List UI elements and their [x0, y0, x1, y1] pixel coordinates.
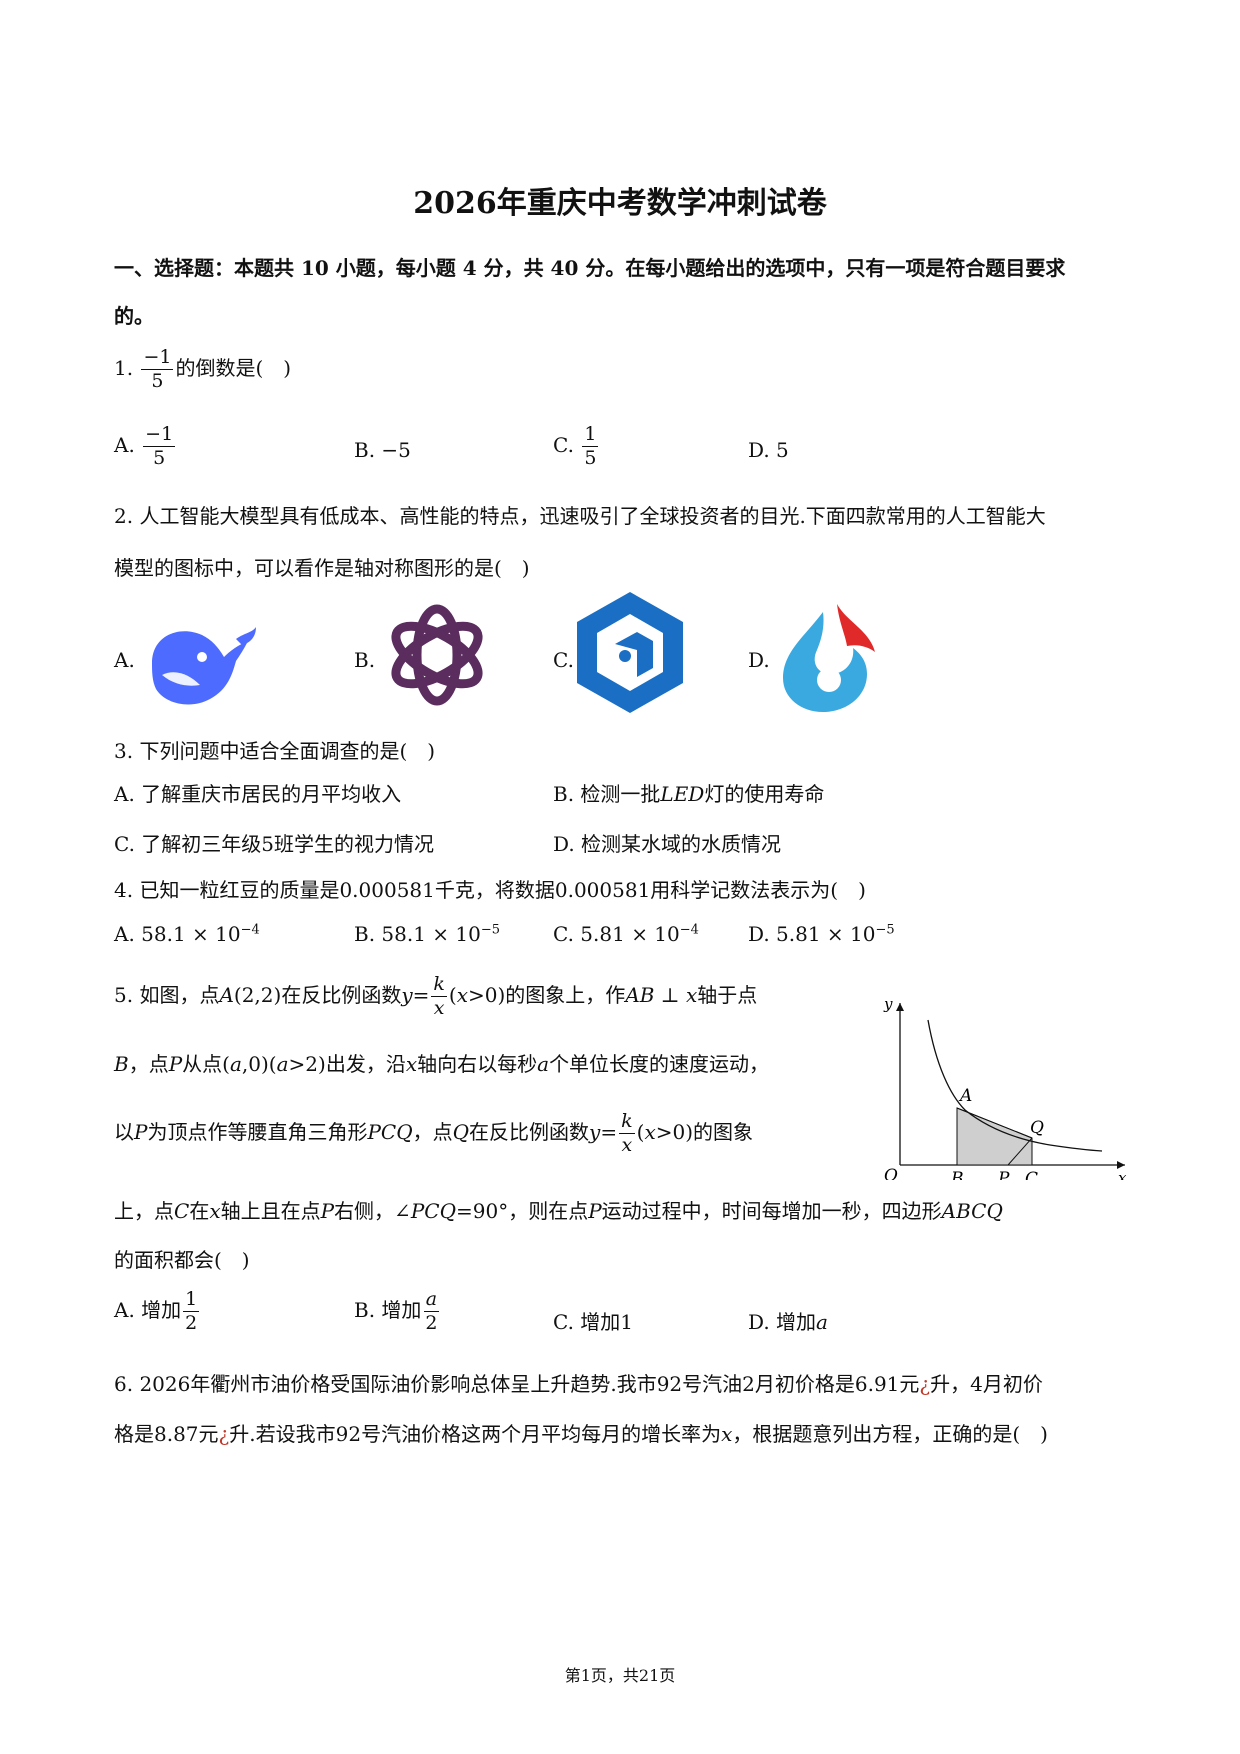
- page-footer: 第1页，共21页: [564, 1666, 676, 1685]
- fig-label-y: y: [883, 995, 893, 1013]
- hexagon-logo-icon: [577, 592, 683, 713]
- q5-option-d: D. 增加a: [748, 1310, 828, 1334]
- question-2-line1: 2. 人工智能大模型具有低成本、高性能的特点，迅速吸引了全球投资者的目光.下面四…: [114, 504, 1046, 528]
- q2-option-d: D.: [748, 648, 770, 672]
- q2-option-b: B.: [354, 648, 376, 672]
- question-3: 3. 下列问题中适合全面调查的是( ): [114, 739, 436, 763]
- q4-option-b: B. 58.1 × 10−5: [354, 922, 501, 946]
- q2-option-a: A.: [114, 648, 135, 672]
- fig-label-c: C: [1025, 1169, 1038, 1180]
- fig-label-q: Q: [1030, 1118, 1044, 1138]
- section-heading-cont: 的。: [114, 304, 154, 328]
- fig-label-b: B: [950, 1169, 964, 1180]
- q4-option-c: C. 5.81 × 10−4: [553, 922, 699, 946]
- q4-option-a: A. 58.1 × 10−4: [114, 922, 260, 946]
- q3-option-a: A. 了解重庆市居民的月平均收入: [114, 782, 402, 806]
- question-2-line2: 模型的图标中，可以看作是轴对称图形的是( ): [114, 556, 530, 580]
- fig-label-a: A: [958, 1086, 972, 1106]
- whale-logo-icon: [152, 627, 256, 705]
- openai-logo-icon: [391, 604, 483, 706]
- q5-figure: y x O A Q B P C: [883, 995, 1127, 1180]
- section-heading: 一、选择题：本题共 10 小题，每小题 4 分，共 40 分。在每小题给出的选项…: [114, 256, 1066, 280]
- question-4: 4. 已知一粒红豆的质量是0.000581千克，将数据0.000581用科学记数…: [114, 878, 866, 902]
- q1-option-d: D. 5: [748, 438, 789, 462]
- q5-option-c: C. 增加1: [553, 1310, 634, 1334]
- question-5-line4: 上，点C在x轴上且在点P右侧，∠PCQ=90°，则在点P运动过程中，时间每增加一…: [114, 1199, 1003, 1223]
- q4-option-d: D. 5.81 × 10−5: [748, 922, 895, 946]
- q3-option-d: D. 检测某水域的水质情况: [553, 832, 782, 856]
- flame-drop-logo-icon: [783, 604, 875, 712]
- fig-label-p: P: [997, 1169, 1010, 1180]
- q2-option-c: C.: [553, 648, 574, 672]
- fig-label-o: O: [884, 1166, 898, 1180]
- page-title: 2026年重庆中考数学冲刺试卷: [413, 186, 827, 221]
- question-6-line1: 6. 2026年衢州市油价格受国际油价影响总体呈上升趋势.我市92号汽油2月初价…: [114, 1372, 1043, 1396]
- question-6-line2: 格是8.87元¿升.若设我市92号汽油价格这两个月平均每月的增长率为x，根据题意…: [114, 1422, 1048, 1446]
- fig-label-x: x: [1118, 1169, 1127, 1180]
- q1-option-b: B. −5: [354, 438, 411, 462]
- q3-option-b: B. 检测一批LED灯的使用寿命: [553, 782, 825, 806]
- question-5-line5: 的面积都会( ): [114, 1248, 250, 1272]
- question-5-line2: B，点P从点(a,0)(a>2)出发，沿x轴向右以每秒a个单位长度的速度运动，: [114, 1052, 770, 1076]
- q3-option-c: C. 了解初三年级5班学生的视力情况: [114, 832, 435, 856]
